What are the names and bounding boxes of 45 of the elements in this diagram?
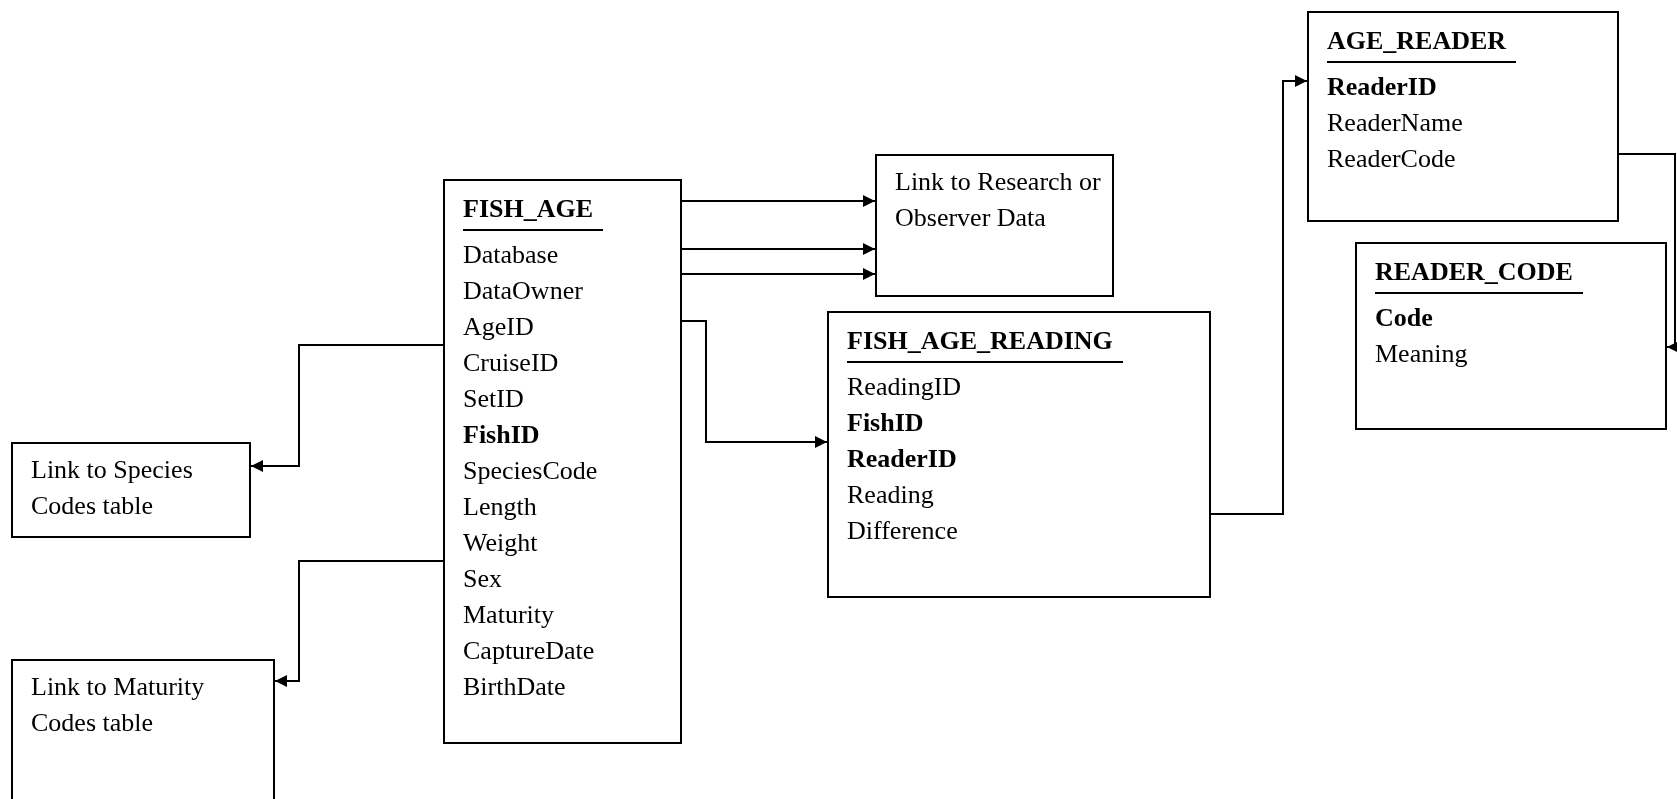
link-text: Link to Species Codes table <box>31 454 194 522</box>
table-title: FISH_AGE_READING <box>847 321 1123 363</box>
connector-arrow <box>681 320 828 448</box>
table-box <box>443 179 682 744</box>
link-box <box>875 154 1114 297</box>
key-field: FishID <box>847 405 924 441</box>
link-box <box>11 659 275 799</box>
field-name: Meaning <box>1375 338 1468 370</box>
field-name: DataOwner <box>463 275 583 307</box>
field-name: ReadingID <box>847 371 962 403</box>
key-field: FishID <box>463 417 540 453</box>
link-box <box>11 442 251 538</box>
field-name: CaptureDate <box>463 635 595 667</box>
connector-arrow <box>1210 75 1308 515</box>
field-name: Reading <box>847 479 934 511</box>
key-field: Code <box>1375 300 1433 336</box>
field-name: CruiseID <box>463 347 559 379</box>
table-title: READER_CODE <box>1375 252 1583 294</box>
field-name: Weight <box>463 527 538 559</box>
field-name: Difference <box>847 515 958 547</box>
key-field: ReaderID <box>847 441 957 477</box>
connector-arrow <box>681 195 876 207</box>
field-name: ReaderCode <box>1327 143 1456 175</box>
field-name: ReaderName <box>1327 107 1463 139</box>
field-name: Sex <box>463 563 502 595</box>
field-name: Length <box>463 491 537 523</box>
link-text: Link to Research or Observer Data <box>895 166 1102 234</box>
key-field: ReaderID <box>1327 69 1437 105</box>
table-box <box>827 311 1211 598</box>
link-text: Link to Maturity Codes table <box>31 671 206 739</box>
field-name: Maturity <box>463 599 554 631</box>
connector-arrow <box>1618 153 1677 353</box>
connector-arrow <box>250 344 444 472</box>
field-name: BirthDate <box>463 671 566 703</box>
connector-arrow <box>274 560 444 687</box>
connector-arrow <box>681 243 876 255</box>
field-name: Database <box>463 239 559 271</box>
table-box <box>1355 242 1667 430</box>
field-name: AgeID <box>463 311 534 343</box>
field-name: SetID <box>463 383 524 415</box>
table-title: AGE_READER <box>1327 21 1517 63</box>
connector-arrow <box>681 268 876 280</box>
table-title: FISH_AGE <box>463 189 604 231</box>
table-box <box>1307 11 1619 222</box>
field-name: SpeciesCode <box>463 455 598 487</box>
